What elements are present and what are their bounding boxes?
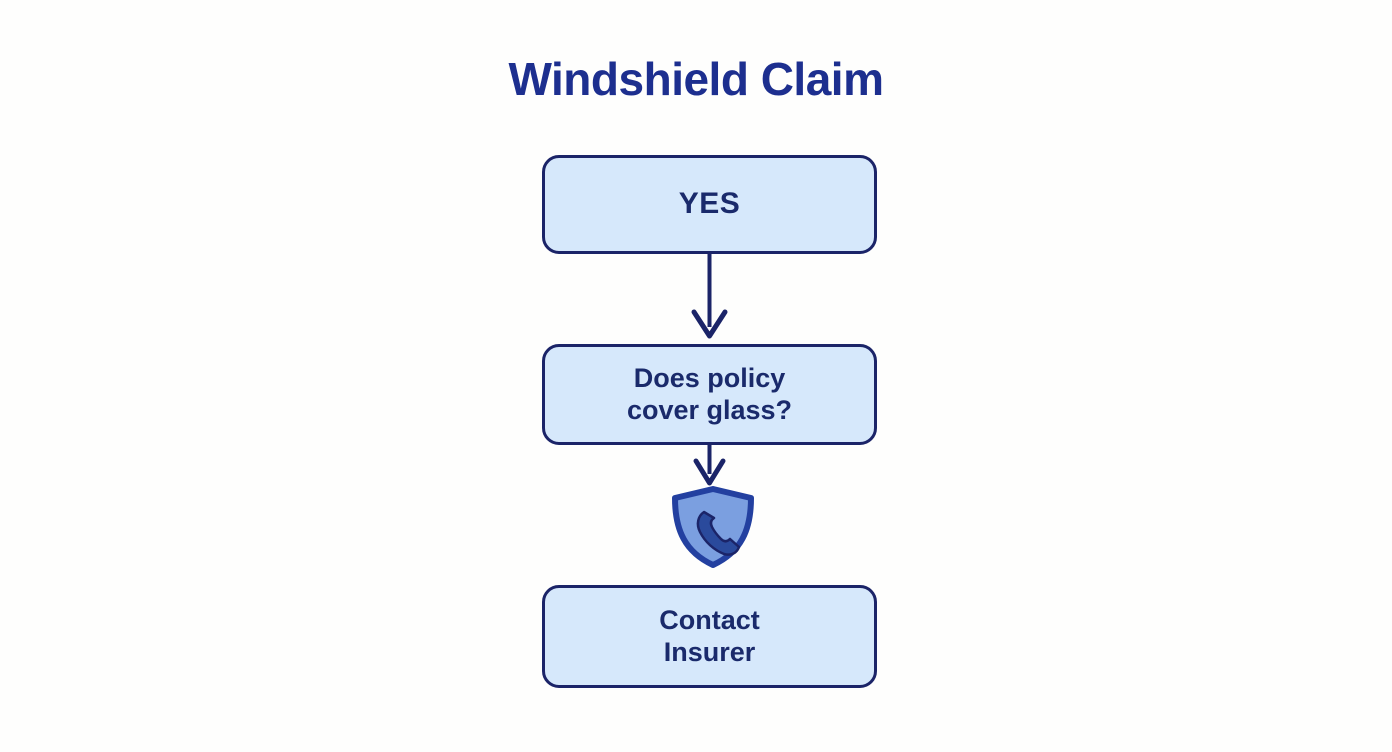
flow-node-policy-question[interactable]: Does policy cover glass?	[542, 344, 877, 445]
page-title: Windshield Claim	[508, 53, 884, 105]
flow-node-label: Contact Insurer	[659, 605, 760, 667]
shield-phone-icon	[672, 486, 754, 568]
arrow-policy-to-shield	[693, 445, 726, 486]
arrow-yes-to-policy	[691, 254, 728, 339]
flow-node-yes[interactable]: YES	[542, 155, 877, 254]
flow-node-label: Does policy cover glass?	[626, 363, 793, 425]
flow-node-label: YES	[678, 187, 741, 221]
flow-node-contact-insurer[interactable]: Contact Insurer	[542, 585, 877, 688]
